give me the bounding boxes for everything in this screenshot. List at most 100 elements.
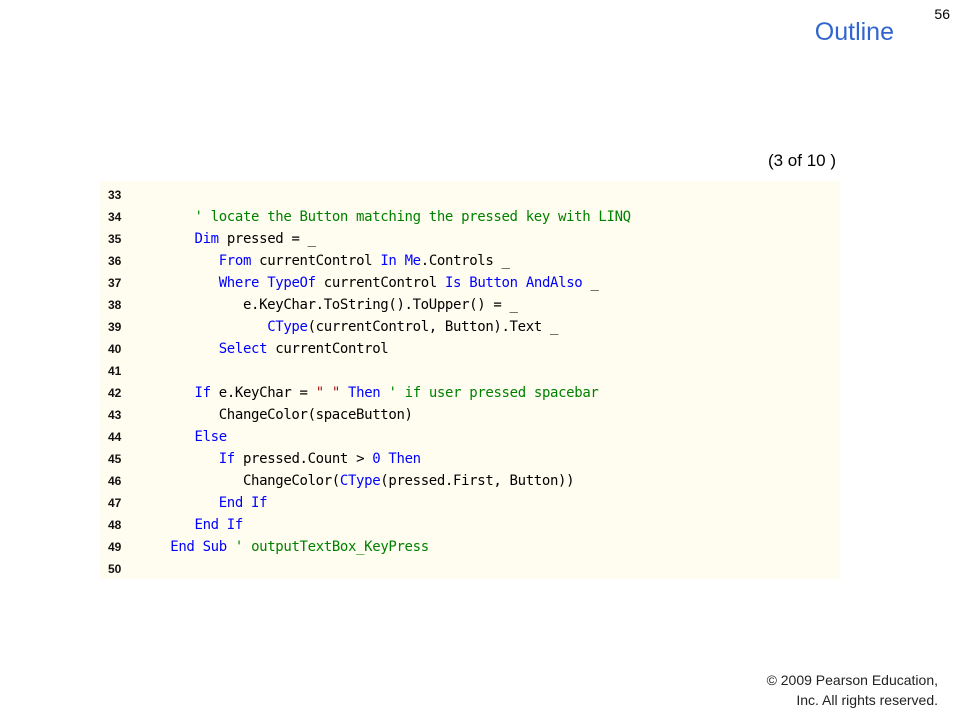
code-line: 42 If e.KeyChar = " " Then ' if user pre…	[100, 382, 840, 404]
code-token-plain: currentControl	[267, 341, 389, 357]
line-code: ChangeColor(CType(pressed.First, Button)…	[146, 473, 575, 489]
code-token-plain	[146, 385, 194, 401]
line-number: 47	[108, 496, 122, 510]
code-token-plain: .Controls _	[420, 253, 510, 269]
line-number: 34	[108, 210, 122, 224]
line-number: 38	[108, 298, 122, 312]
line-code: ' locate the Button matching the pressed…	[146, 209, 631, 225]
copyright-line-1: © 2009 Pearson Education,	[766, 672, 938, 688]
code-token-keyword: AndAlso	[525, 275, 583, 291]
code-token-plain: ChangeColor(	[146, 473, 340, 489]
line-code: ChangeColor(spaceButton)	[146, 407, 413, 423]
code-line: 44 Else	[100, 426, 840, 448]
line-number: 42	[108, 386, 122, 400]
code-token-keyword: CType	[267, 319, 308, 335]
code-line: 39 CType(currentControl, Button).Text _	[100, 316, 840, 338]
code-token-plain: (currentControl, Button).Text _	[307, 319, 559, 335]
code-token-plain	[146, 341, 219, 357]
code-token-plain	[259, 275, 267, 291]
code-token-plain	[146, 209, 194, 225]
line-code: Dim pressed = _	[146, 231, 316, 247]
code-token-plain	[146, 539, 170, 555]
code-token-keyword: Me	[404, 253, 422, 269]
line-code: Else	[146, 429, 227, 445]
code-token-keyword: TypeOf	[267, 275, 316, 291]
code-token-plain	[146, 253, 219, 269]
code-token-plain: pressed.Count >	[234, 451, 373, 467]
line-code: End Sub ' outputTextBox_KeyPress	[146, 539, 429, 555]
code-token-plain	[227, 539, 235, 555]
code-line: 46 ChangeColor(CType(pressed.First, Butt…	[100, 470, 840, 492]
line-number: 48	[108, 518, 122, 532]
code-token-plain	[518, 275, 526, 291]
code-token-plain: e.KeyChar.ToString().ToUpper() = _	[146, 297, 518, 313]
code-token-keyword: Else	[194, 429, 227, 445]
part-indicator: (3 of 10 )	[767, 151, 836, 170]
code-token-plain	[396, 253, 404, 269]
code-token-plain	[146, 231, 194, 247]
code-token-keyword: From	[218, 253, 252, 269]
code-token-keyword: Then	[348, 385, 381, 401]
code-token-plain	[340, 385, 348, 401]
page-number: 56	[934, 6, 950, 22]
code-listing-panel: 33 34 ' locate the Button matching the pr…	[100, 181, 840, 579]
code-token-keyword: Dim	[194, 231, 219, 247]
code-token-plain: currentControl	[251, 253, 381, 269]
line-number: 37	[108, 276, 122, 290]
line-code: From currentControl In Me.Controls _	[146, 253, 510, 269]
code-line: 37 Where TypeOf currentControl Is Button…	[100, 272, 840, 294]
code-token-keyword: If	[194, 385, 211, 401]
code-token-keyword: End If	[194, 517, 243, 533]
code-token-keyword: Select	[218, 341, 268, 357]
line-code: Where TypeOf currentControl Is Button An…	[146, 275, 599, 291]
code-token-keyword: End Sub	[170, 539, 227, 555]
code-token-comment: ' if user pressed spacebar	[388, 385, 599, 401]
code-token-comment: ' locate the Button matching the pressed…	[194, 209, 631, 225]
code-line: 43 ChangeColor(spaceButton)	[100, 404, 840, 426]
code-token-plain: (pressed.First, Button))	[380, 473, 575, 489]
line-number: 45	[108, 452, 122, 466]
line-number: 36	[108, 254, 122, 268]
code-line: 41	[100, 360, 840, 382]
code-token-keyword: If	[218, 451, 236, 467]
copyright-notice: © 2009 Pearson Education, Inc. All right…	[767, 670, 938, 710]
line-code: Select currentControl	[146, 341, 389, 357]
line-code: If e.KeyChar = " " Then ' if user presse…	[146, 385, 599, 401]
code-token-plain	[146, 451, 219, 467]
code-line: 36 From currentControl In Me.Controls _	[100, 250, 840, 272]
code-line: 45 If pressed.Count > 0 Then	[100, 448, 840, 470]
outline-title: Outline	[814, 18, 894, 46]
code-line: 38 e.KeyChar.ToString().ToUpper() = _	[100, 294, 840, 316]
line-code: End If	[146, 495, 268, 511]
code-line: 33	[100, 184, 840, 206]
code-token-plain	[146, 517, 194, 533]
code-line: 50	[100, 558, 840, 580]
code-token-number: 0	[372, 451, 381, 467]
code-token-plain: currentControl	[315, 275, 445, 291]
line-number: 46	[108, 474, 122, 488]
code-token-keyword: Then	[388, 451, 421, 467]
line-number: 41	[108, 364, 122, 378]
code-line: 34 ' locate the Button matching the pres…	[100, 206, 840, 228]
code-token-keyword: Button	[469, 275, 518, 291]
code-token-plain	[146, 275, 219, 291]
line-code: If pressed.Count > 0 Then	[146, 451, 421, 467]
code-token-string: " "	[315, 385, 341, 401]
code-token-plain	[146, 319, 267, 335]
code-line: 49 End Sub ' outputTextBox_KeyPress	[100, 536, 840, 558]
code-token-plain: e.KeyChar =	[210, 385, 316, 401]
code-token-keyword: End If	[218, 495, 268, 511]
code-line: 40 Select currentControl	[100, 338, 840, 360]
code-token-plain: pressed = _	[218, 231, 316, 247]
code-token-plain	[146, 429, 194, 445]
code-line: 35 Dim pressed = _	[100, 228, 840, 250]
code-token-keyword: CType	[339, 473, 381, 489]
code-token-plain: ChangeColor(spaceButton)	[146, 407, 413, 423]
line-number: 33	[108, 188, 122, 202]
line-number: 50	[108, 562, 122, 576]
line-code: CType(currentControl, Button).Text _	[146, 319, 558, 335]
code-line: 47 End If	[100, 492, 840, 514]
line-code: End If	[146, 517, 243, 533]
code-token-plain: _	[582, 275, 599, 291]
code-token-plain	[146, 495, 219, 511]
